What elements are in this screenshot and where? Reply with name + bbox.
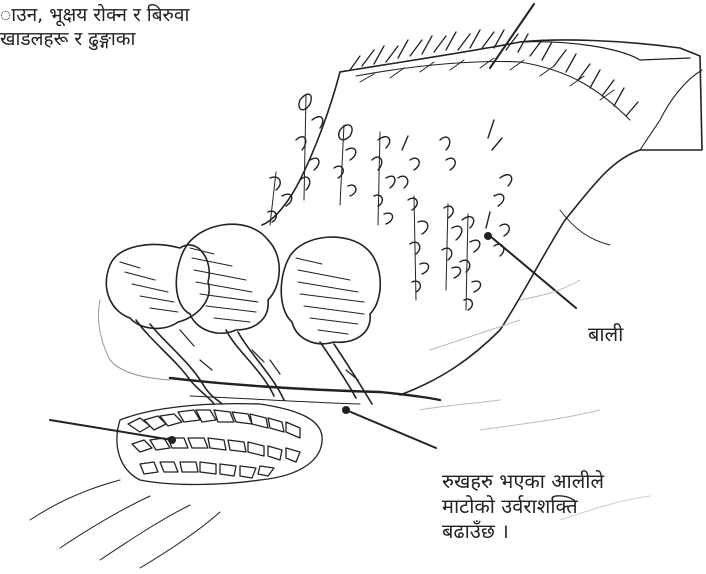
label-trees-line-2: माटोको उर्वराशक्ति — [442, 494, 604, 519]
label-top-left: ाउन, भूक्षय रोक्न र बिरुवा खाडलहरू र ढुङ… — [0, 4, 189, 52]
label-trees-line-1: रुखहरु भएका आलीले — [442, 469, 604, 494]
label-trees-bund: रुखहरु भएका आलीले माटोको उर्वराशक्ति बढा… — [442, 469, 604, 544]
label-top-line-2: खाडलहरू र ढुङ्गाका — [0, 28, 189, 52]
crop-plants — [268, 94, 512, 310]
label-crop: बाली — [588, 322, 623, 347]
label-trees-line-3: बढाउँछ । — [442, 519, 604, 544]
label-top-line-1: ाउन, भूक्षय रोक्न र बिरुवा — [0, 4, 189, 28]
pointer-line-trees — [346, 410, 436, 448]
stone-bund — [117, 378, 440, 485]
hillside-outline — [262, 40, 702, 395]
grass-strip — [350, 30, 638, 120]
